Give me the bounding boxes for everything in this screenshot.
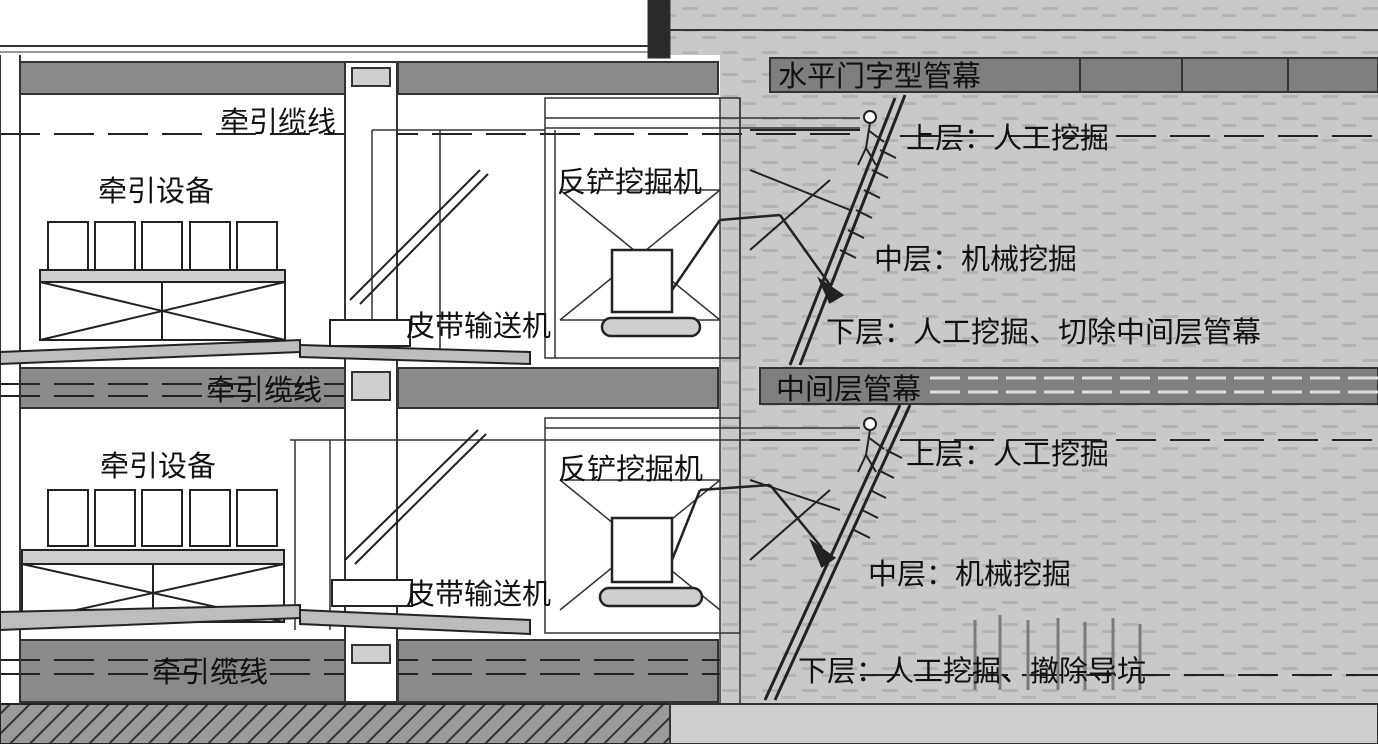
label-middle-layer-machine-1: 中层：机械挖掘 (874, 242, 1078, 276)
label-middle-pipe-roof: 中间层管幕 (776, 372, 922, 406)
belt-conveyor-upper (0, 169, 531, 366)
label-upper-layer-manual-1: 上层：人工挖掘 (906, 121, 1110, 155)
worker-lower (857, 417, 885, 473)
worker-upper (857, 110, 885, 166)
backhoe-lower (598, 483, 837, 608)
backhoe-upper (600, 213, 845, 338)
label-middle-layer-machine-2: 中层：机械挖掘 (868, 557, 1072, 591)
middle-pipe-roof (19, 367, 1378, 409)
belt-conveyor-lower (0, 429, 531, 636)
label-horizontal-pipe-roof: 水平门字型管幕 (778, 59, 982, 93)
soil-piles (973, 615, 1142, 690)
traction-device-lower (21, 489, 285, 623)
label-traction-device-upper: 牵引设备 (98, 174, 215, 208)
soil-hatch-marks (839, 149, 903, 539)
label-belt-conveyor-upper: 皮带输送机 (406, 309, 552, 343)
top-edge (0, 0, 1378, 59)
excavation-face (749, 94, 912, 701)
label-belt-conveyor-lower: 皮带输送机 (406, 577, 552, 611)
label-upper-layer-manual-2: 上层：人工挖掘 (906, 437, 1110, 471)
label-traction-cable-1: 牵引缆线 (220, 105, 337, 139)
label-lower-layer-manual-remove: 下层：人工挖掘、撤除导坑 (798, 654, 1147, 688)
traction-device-upper (39, 221, 286, 341)
label-backhoe-lower: 反铲挖掘机 (558, 452, 704, 486)
label-traction-cable-2: 牵引缆线 (206, 373, 323, 407)
label-lower-layer-manual-cut: 下层：人工挖掘、切除中间层管幕 (826, 315, 1262, 349)
label-traction-device-lower: 牵引设备 (100, 449, 217, 483)
label-traction-cable-3: 牵引缆线 (152, 655, 269, 689)
label-backhoe-upper: 反铲挖掘机 (557, 165, 703, 199)
top-pipe-roof (19, 57, 1378, 95)
